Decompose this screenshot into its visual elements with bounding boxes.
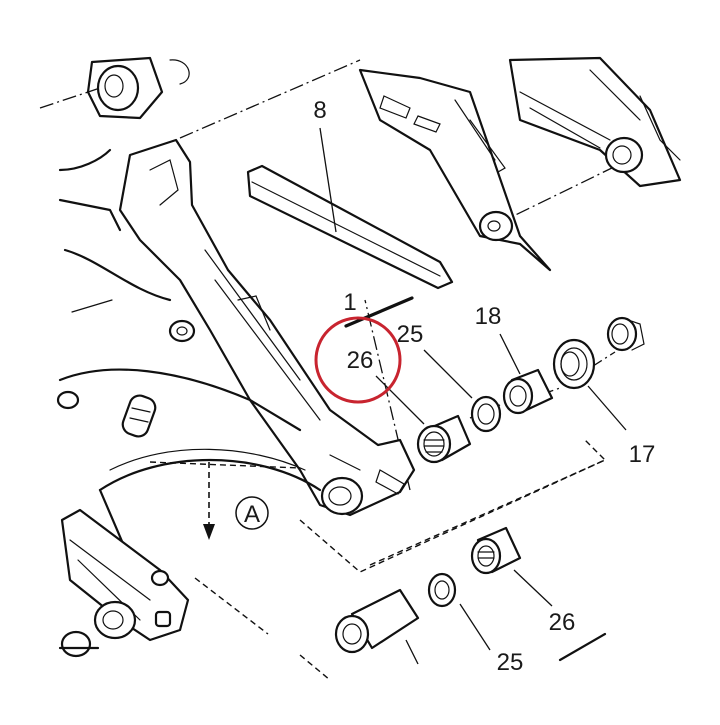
frame-body — [56, 148, 322, 602]
lower-left-linkage — [58, 508, 190, 658]
highlight-circle — [314, 316, 402, 404]
bushing-18 — [502, 368, 554, 415]
callout-26-bottom: 26 — [549, 609, 576, 636]
view-direction-arrow: A — [203, 462, 269, 540]
upper-bracket-plate — [358, 68, 552, 272]
seal-ring-25-bottom — [427, 572, 457, 608]
needle-bearing-26-top — [416, 414, 472, 464]
upper-right-arm — [508, 56, 682, 188]
callout-18: 18 — [475, 303, 502, 330]
swing-arm — [118, 138, 416, 517]
callout-26-top: 26 — [347, 347, 374, 374]
sleeve-bottom — [334, 588, 420, 665]
bolt-part-1 — [344, 296, 414, 328]
callout-25-top: 25 — [397, 321, 424, 348]
view-marker-circle — [235, 496, 269, 530]
collar-17 — [552, 338, 596, 390]
strip-part-8 — [246, 164, 454, 290]
callout-1: 1 — [343, 289, 356, 316]
callout-8: 8 — [313, 97, 326, 124]
needle-bearing-26-bottom — [470, 526, 522, 575]
view-marker-label: A — [244, 501, 260, 528]
callout-25-bottom: 25 — [497, 649, 524, 676]
leader-lines — [319, 127, 627, 651]
end-nut — [606, 316, 645, 352]
group-brackets — [194, 439, 607, 681]
callout-17: 17 — [629, 441, 656, 468]
top-left-nut — [39, 56, 190, 120]
seal-ring-25-top — [470, 395, 502, 433]
